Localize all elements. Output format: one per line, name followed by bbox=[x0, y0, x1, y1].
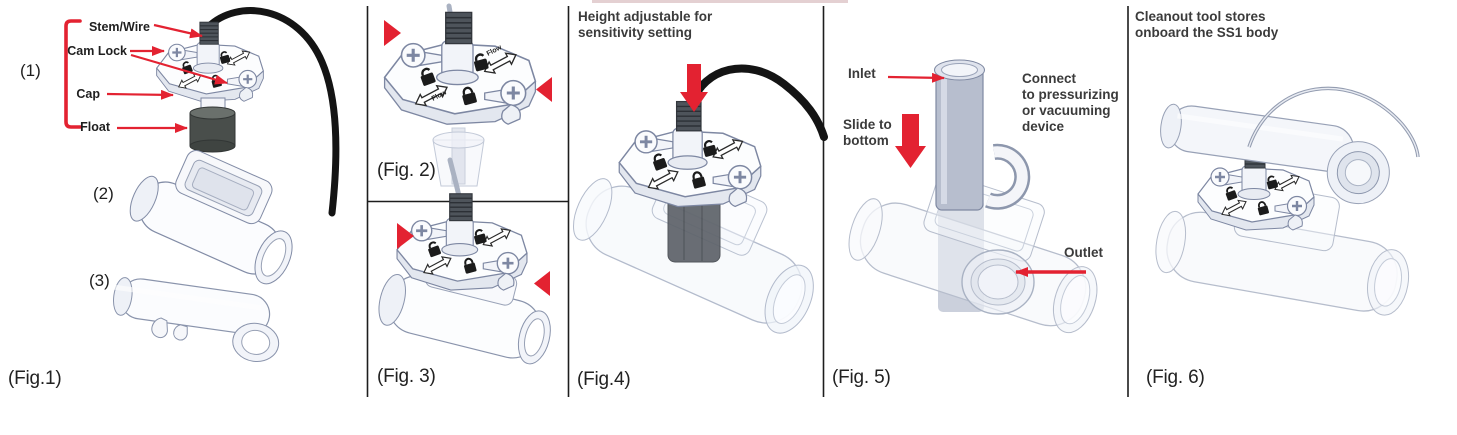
fig5-label: (Fig. 5) bbox=[832, 367, 891, 388]
height-adjust-arrow bbox=[680, 64, 708, 112]
callout-stem-wire: Stem/Wire bbox=[88, 20, 150, 34]
fig4-caption-line2: sensitivity setting bbox=[578, 25, 693, 40]
pipe-clip bbox=[985, 143, 1031, 210]
float-part bbox=[189, 97, 236, 153]
fig4-caption-line1: Height adjustable for bbox=[578, 9, 713, 24]
callout-slide-to-bottom: Slide to bottom bbox=[843, 117, 892, 149]
stored-cleanout-tool bbox=[1160, 103, 1390, 205]
step-1-label: (1) bbox=[20, 61, 41, 80]
fig6-caption-line1: Cleanout tool stores bbox=[1135, 9, 1266, 24]
fig6-caption: Cleanout tool stores onboard the SS1 bod… bbox=[1135, 9, 1278, 41]
cleanout-tool-part bbox=[111, 277, 280, 362]
connect-line4: device bbox=[1022, 119, 1065, 134]
fig4-caption: Height adjustable for sensitivity settin… bbox=[578, 9, 712, 41]
slide-line1: Slide to bbox=[843, 117, 892, 132]
callout-outlet: Outlet bbox=[1064, 245, 1103, 260]
fig6-illustration bbox=[1155, 86, 1420, 316]
callout-connect-device: Connect to pressurizing or vacuuming dev… bbox=[1022, 71, 1119, 135]
callout-float: Float bbox=[80, 120, 110, 134]
step1-bracket bbox=[64, 19, 82, 129]
fig5-red-annotations bbox=[887, 72, 1086, 277]
step-2-label: (2) bbox=[93, 184, 114, 203]
fig3-illustration bbox=[378, 157, 551, 365]
sensor-cable bbox=[688, 64, 828, 141]
fig3-label: (Fig. 3) bbox=[377, 366, 436, 387]
fig2-pointer-triangles bbox=[384, 20, 552, 102]
callout-inlet: Inlet bbox=[848, 66, 876, 81]
slide-line2: bottom bbox=[843, 133, 889, 148]
callout-cap: Cap bbox=[76, 87, 100, 101]
connect-line3: or vacuuming bbox=[1022, 103, 1111, 118]
fig6-caption-line2: onboard the SS1 body bbox=[1135, 25, 1279, 40]
connect-line2: to pressurizing bbox=[1022, 87, 1119, 102]
outlet-ring bbox=[961, 249, 1035, 315]
connect-line1: Connect bbox=[1022, 71, 1076, 86]
fig5-illustration bbox=[848, 59, 1098, 334]
inlet-pipe bbox=[934, 59, 985, 211]
fig6-label: (Fig. 6) bbox=[1146, 367, 1205, 388]
sensor-wire bbox=[1247, 86, 1420, 158]
sensor-cable bbox=[204, 7, 340, 217]
header-remnant bbox=[592, 0, 848, 3]
tee-body-part bbox=[129, 150, 293, 285]
fig3-pointer-triangles bbox=[397, 223, 550, 296]
fig2-label: (Fig. 2) bbox=[377, 160, 436, 181]
fig1-label: (Fig.1) bbox=[8, 368, 62, 389]
fig2-funnel bbox=[432, 127, 485, 187]
step-3-label: (3) bbox=[89, 271, 110, 290]
fig4-illustration bbox=[573, 64, 828, 334]
callout-cam-lock: Cam Lock bbox=[67, 44, 127, 58]
fig1-callout-arrows bbox=[64, 19, 228, 133]
fig2-illustration: Flow Flow bbox=[384, 3, 552, 187]
fig1-illustration bbox=[64, 7, 340, 362]
fig4-label: (Fig.4) bbox=[577, 369, 631, 390]
